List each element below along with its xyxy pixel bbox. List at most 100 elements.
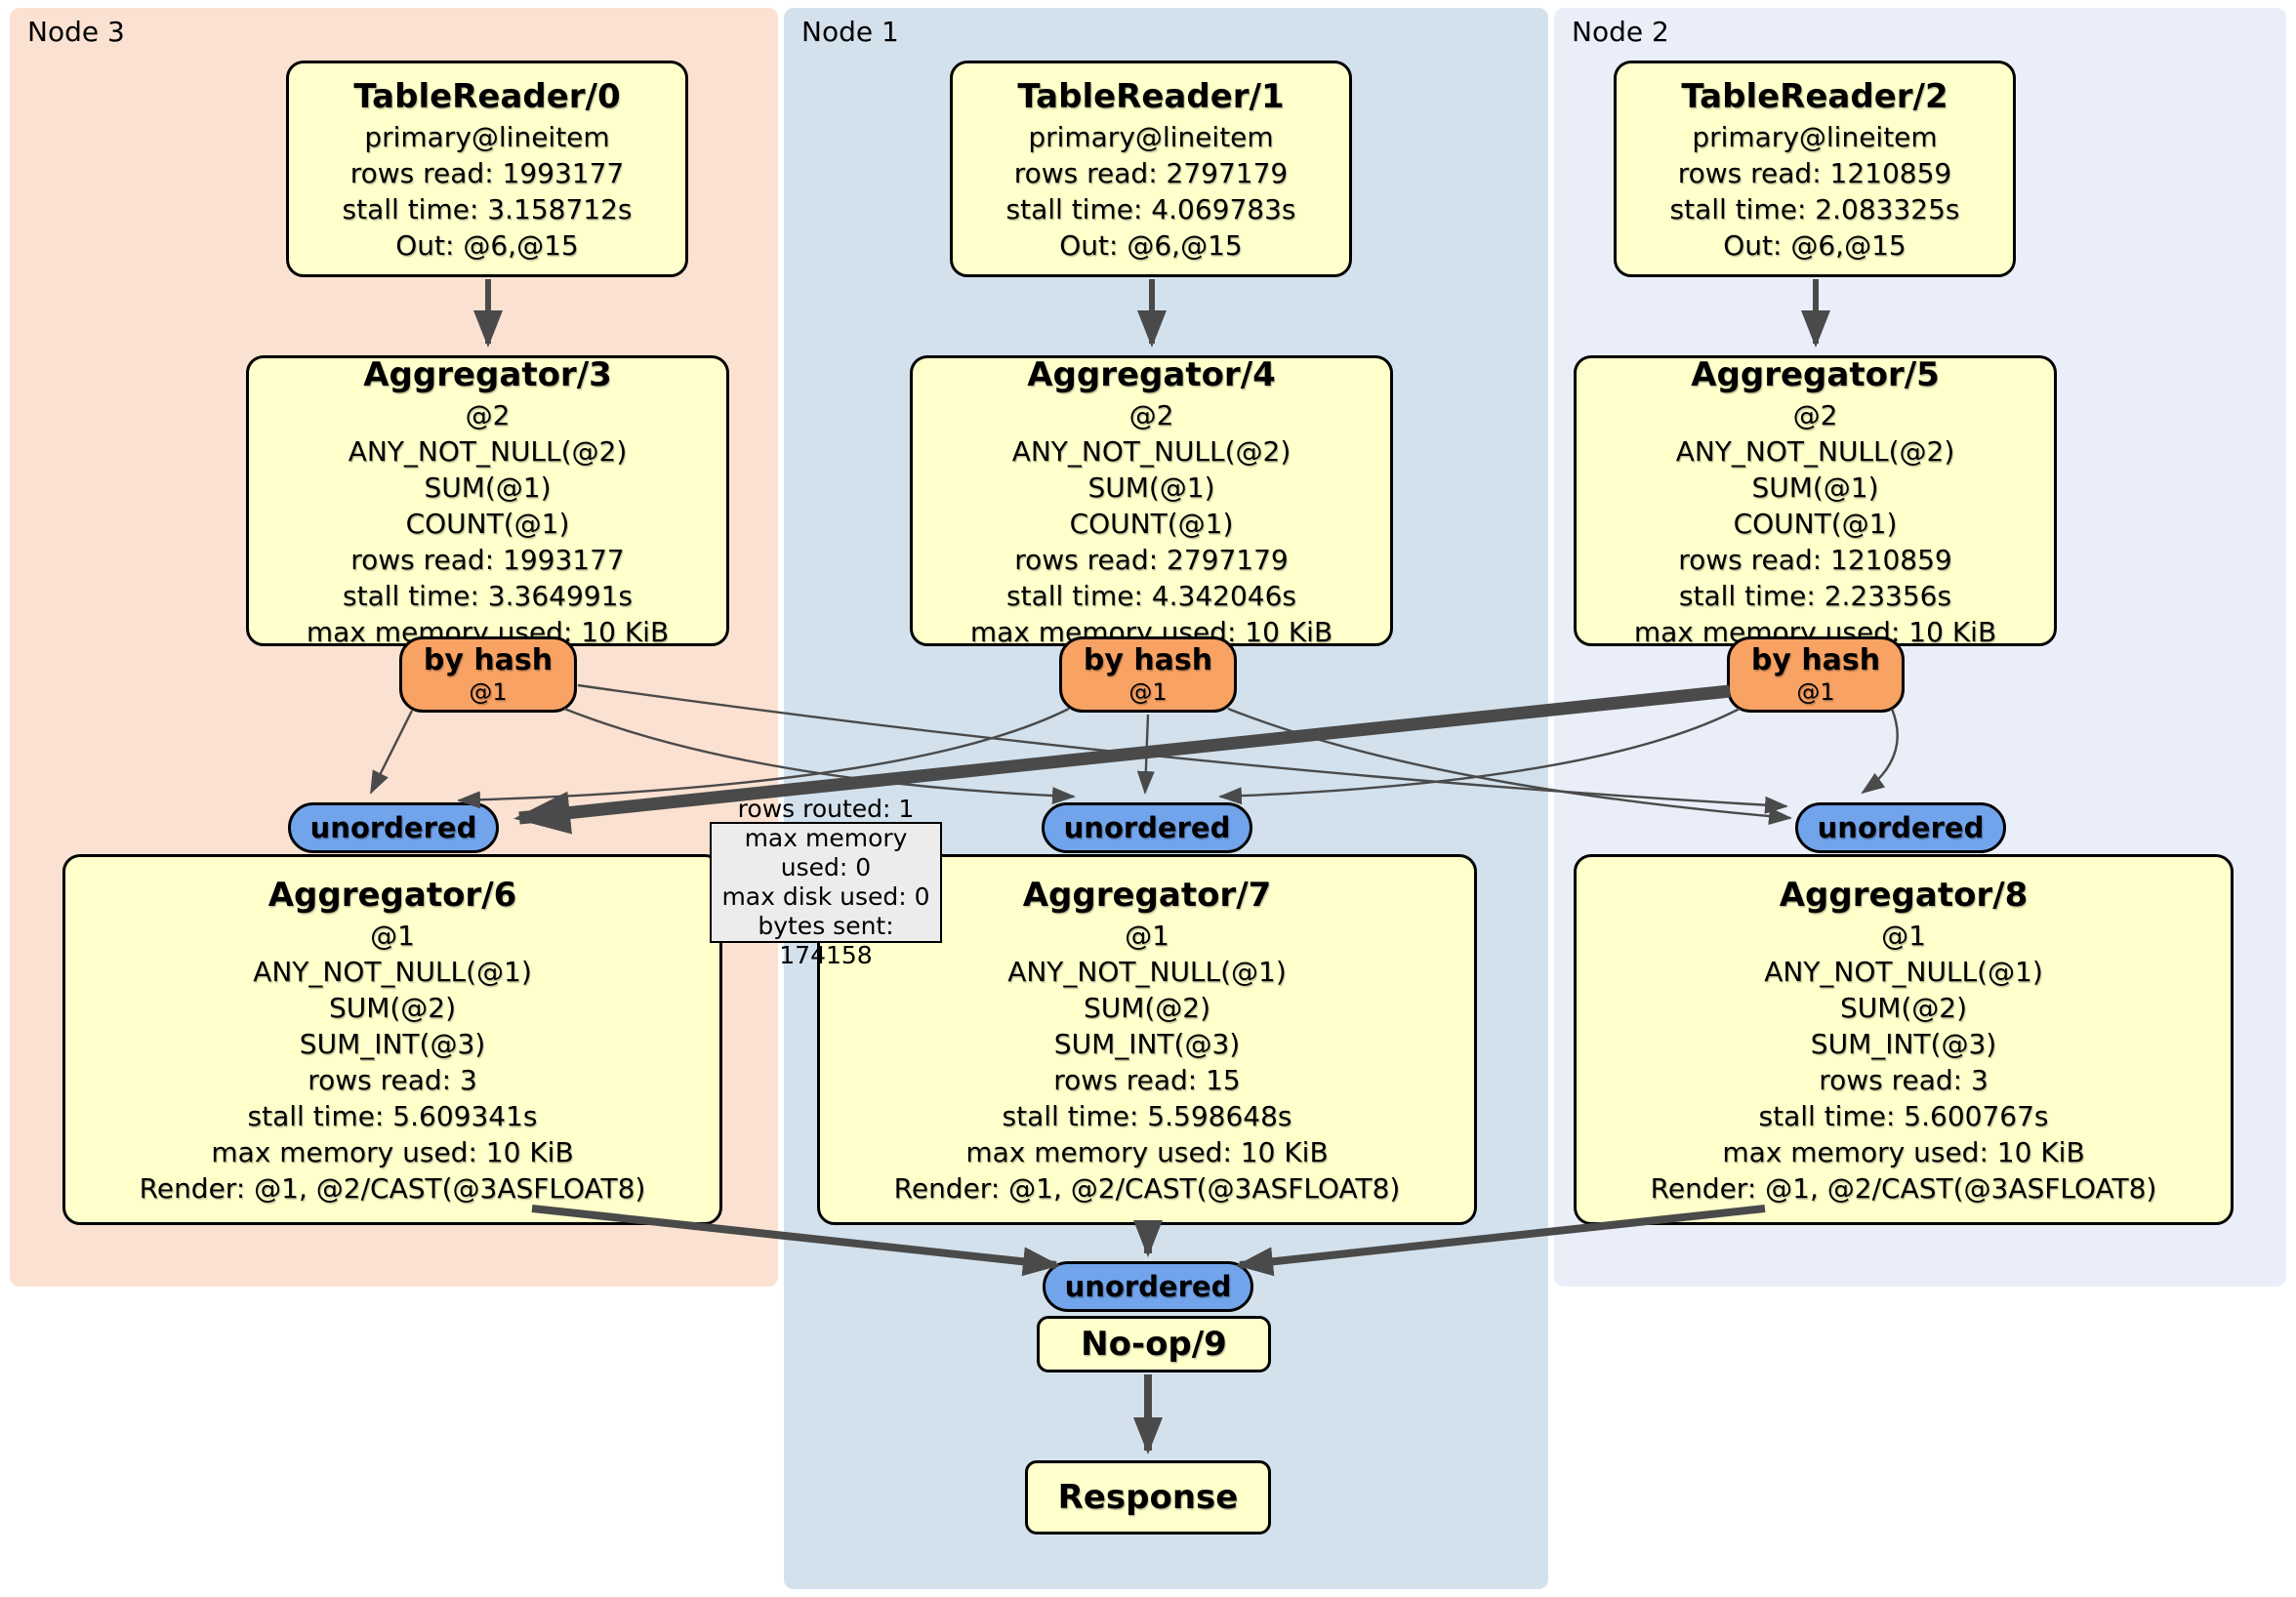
processor-title: TableReader/0	[353, 77, 621, 116]
processor-stat-line: rows read: 15	[1053, 1064, 1241, 1096]
stream-unordered-node2[interactable]: unordered	[1795, 802, 2006, 853]
processor-title: Aggregator/7	[1022, 876, 1272, 915]
router-by-hash-node1[interactable]: by hash @1	[1059, 636, 1237, 713]
processor-stat-line: SUM(@1)	[1087, 471, 1215, 504]
processor-tablereader-2[interactable]: TableReader/2 primary@lineitem rows read…	[1614, 61, 2016, 277]
processor-stat-line: SUM(@1)	[1751, 471, 1879, 504]
processor-stat-line: SUM(@2)	[1839, 992, 1968, 1024]
processor-title: Aggregator/8	[1779, 876, 2029, 915]
processor-stat-line: Out: @6,@15	[1059, 229, 1243, 262]
processor-stat-line: Out: @6,@15	[395, 229, 579, 262]
processor-stat-line: primary@lineitem	[1692, 121, 1938, 153]
processor-stat-line: stall time: 4.069783s	[1005, 193, 1296, 225]
processor-stat-line: Render: @1, @2/CAST(@3ASFLOAT8)	[1650, 1172, 2157, 1205]
processor-stat-line: primary@lineitem	[1028, 121, 1274, 153]
processor-stat-line: COUNT(@1)	[1069, 507, 1234, 540]
processor-stat-line: @2	[1792, 398, 1838, 431]
processor-aggregator-4[interactable]: Aggregator/4 @2 ANY_NOT_NULL(@2) SUM(@1)…	[910, 354, 1393, 648]
processor-stat-line: ANY_NOT_NULL(@2)	[1011, 434, 1292, 468]
processor-stat-line: stall time: 5.598648s	[1002, 1100, 1292, 1132]
processor-title: Response	[1057, 1478, 1239, 1517]
processor-title: Aggregator/4	[1027, 354, 1276, 394]
processor-stat-line: stall time: 3.364991s	[343, 579, 633, 612]
stream-label: unordered	[1063, 811, 1231, 844]
processor-title: TableReader/2	[1681, 77, 1948, 116]
processor-stat-line: COUNT(@1)	[1733, 507, 1898, 540]
node2-label: Node 2	[1572, 16, 1669, 48]
processor-aggregator-8[interactable]: Aggregator/8 @1 ANY_NOT_NULL(@1) SUM(@2)…	[1574, 854, 2234, 1225]
processor-stat-line: SUM_INT(@3)	[1053, 1028, 1241, 1060]
processor-stat-line: SUM(@2)	[328, 992, 457, 1024]
router-columns: @1	[1128, 678, 1168, 706]
processor-stat-line: @1	[1881, 920, 1926, 952]
processor-aggregator-6[interactable]: Aggregator/6 @1 ANY_NOT_NULL(@1) SUM(@2)…	[62, 854, 722, 1225]
processor-stat-line: primary@lineitem	[364, 121, 610, 153]
processor-stat-line: @1	[370, 920, 415, 952]
processor-stat-line: rows read: 1993177	[350, 543, 625, 576]
processor-stat-line: stall time: 2.083325s	[1669, 193, 1960, 225]
tooltip-line: bytes sent: 174158	[758, 912, 894, 969]
processor-stat-line: ANY_NOT_NULL(@2)	[1675, 434, 1955, 468]
processor-stat-line: @2	[465, 398, 511, 431]
processor-aggregator-3[interactable]: Aggregator/3 @2 ANY_NOT_NULL(@2) SUM(@1)…	[246, 354, 729, 648]
router-label: by hash	[423, 643, 554, 677]
router-label: by hash	[1083, 643, 1213, 677]
processor-stat-line: max memory used: 10 KiB	[1722, 1136, 2085, 1168]
processor-stat-line: rows read: 1210859	[1678, 543, 1952, 576]
processor-stat-line: Render: @1, @2/CAST(@3ASFLOAT8)	[139, 1172, 646, 1205]
processor-stat-line: stall time: 3.158712s	[342, 193, 633, 225]
processor-stat-line: rows read: 2797179	[1013, 157, 1289, 189]
tooltip-line: max memory used: 0	[744, 824, 908, 881]
router-label: by hash	[1750, 643, 1881, 677]
processor-stat-line: max memory used: 10 KiB	[965, 1136, 1329, 1168]
stream-label: unordered	[1817, 811, 1985, 844]
tooltip-line: rows routed: 1	[737, 795, 915, 823]
processor-stat-line: rows read: 3	[1819, 1064, 1988, 1096]
processor-stat-line: ANY_NOT_NULL(@1)	[1007, 956, 1287, 988]
processor-tablereader-0[interactable]: TableReader/0 primary@lineitem rows read…	[286, 61, 688, 277]
processor-title: TableReader/1	[1017, 77, 1285, 116]
processor-stat-line: stall time: 5.609341s	[247, 1100, 538, 1132]
processor-stat-line: SUM(@1)	[424, 471, 552, 504]
processor-stat-line: rows read: 1210859	[1677, 157, 1952, 189]
stream-unordered-node3[interactable]: unordered	[288, 802, 499, 853]
processor-stat-line: stall time: 4.342046s	[1006, 579, 1296, 612]
processor-stat-line: max memory used: 10 KiB	[211, 1136, 574, 1168]
processor-title: Aggregator/5	[1691, 354, 1940, 394]
processor-stat-line: SUM_INT(@3)	[1810, 1028, 1997, 1060]
processor-stat-line: rows read: 1993177	[349, 157, 625, 189]
processor-stat-line: stall time: 2.23356s	[1678, 579, 1952, 612]
router-columns: @1	[1796, 678, 1835, 706]
edge-stats-tooltip: rows routed: 1 max memory used: 0 max di…	[710, 795, 942, 969]
processor-title: Aggregator/3	[363, 354, 612, 394]
processor-aggregator-5[interactable]: Aggregator/5 @2 ANY_NOT_NULL(@2) SUM(@1)…	[1574, 354, 2057, 648]
processor-stat-line: @2	[1128, 398, 1174, 431]
processor-stat-line: stall time: 5.600767s	[1758, 1100, 2049, 1132]
processor-stat-line: ANY_NOT_NULL(@2)	[348, 434, 628, 468]
processor-stat-line: Out: @6,@15	[1723, 229, 1906, 262]
processor-stat-line: rows read: 3	[308, 1064, 477, 1096]
processor-tablereader-1[interactable]: TableReader/1 primary@lineitem rows read…	[950, 61, 1352, 277]
router-by-hash-node2[interactable]: by hash @1	[1727, 636, 1905, 713]
stream-unordered-node1[interactable]: unordered	[1042, 802, 1252, 853]
router-by-hash-node3[interactable]: by hash @1	[399, 636, 577, 713]
node3-label: Node 3	[27, 16, 125, 48]
processor-stat-line: SUM(@2)	[1083, 992, 1211, 1024]
processor-stat-line: ANY_NOT_NULL(@1)	[1764, 956, 2043, 988]
processor-stat-line: SUM_INT(@3)	[299, 1028, 486, 1060]
tooltip-line: max disk used: 0	[721, 882, 930, 911]
router-columns: @1	[469, 678, 508, 706]
processor-stat-line: @1	[1125, 920, 1169, 952]
processor-stat-line: Render: @1, @2/CAST(@3ASFLOAT8)	[893, 1172, 1401, 1205]
processor-stat-line: COUNT(@1)	[405, 507, 570, 540]
processor-response[interactable]: Response	[1025, 1460, 1271, 1535]
processor-title: Aggregator/6	[267, 876, 517, 915]
node1-label: Node 1	[801, 16, 899, 48]
stream-label: unordered	[309, 811, 477, 844]
stream-label: unordered	[1064, 1270, 1232, 1303]
processor-title: No-op/9	[1081, 1325, 1227, 1364]
processor-noop-9[interactable]: No-op/9	[1037, 1316, 1271, 1372]
processor-stat-line: rows read: 2797179	[1014, 543, 1289, 576]
stream-unordered-final[interactable]: unordered	[1043, 1261, 1253, 1312]
